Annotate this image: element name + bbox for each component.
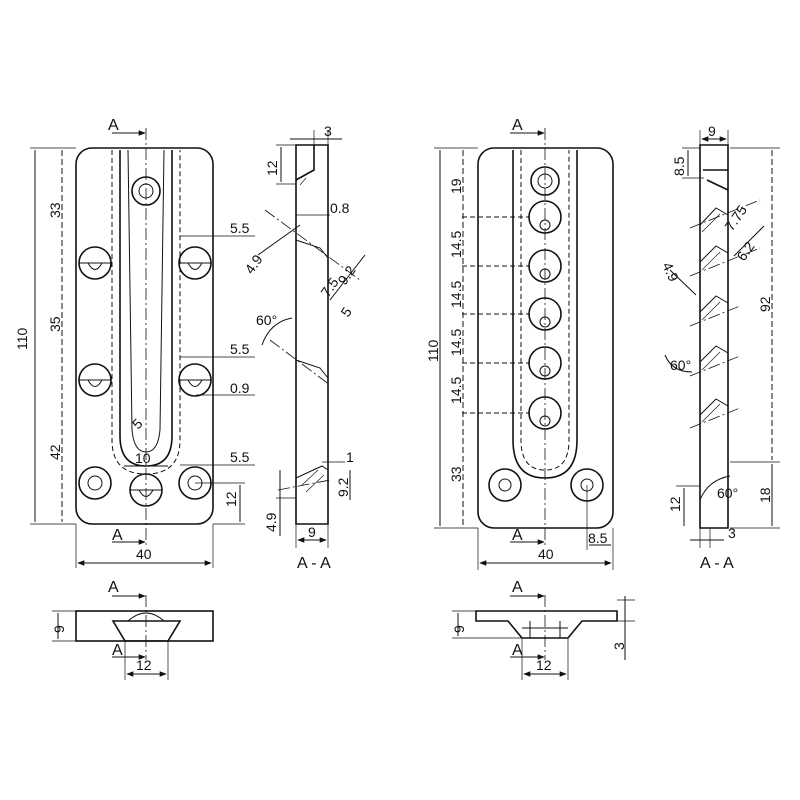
dim-14-5: 14.5 (448, 329, 464, 356)
dim-7-75: 7.75 (721, 202, 750, 234)
dim-3: 3 (728, 525, 736, 541)
dim-110: 110 (14, 327, 30, 350)
dim-3: 3 (324, 123, 332, 139)
dim-9: 9 (451, 625, 467, 633)
dim-5-5: 5.5 (230, 341, 250, 357)
dim-6-2: 6.2 (733, 238, 757, 263)
dim-9: 9 (708, 123, 716, 139)
dim-5: 5 (129, 415, 146, 432)
dim-5-5: 5.5 (230, 449, 250, 465)
dim-5: 5 (337, 304, 355, 320)
dim-12: 12 (136, 657, 152, 673)
left-front-view: A A 110 33 35 42 40 5.5 5.5 0.9 5.5 12 1… (14, 117, 255, 568)
dim-92: 92 (757, 296, 773, 312)
dim-33: 33 (47, 202, 63, 218)
dim-40: 40 (538, 546, 554, 562)
left-section-view: 3 12 0.8 4.9 9.2 7.5 5 60° 1 9.2 4.9 9 A… (241, 123, 366, 572)
dim-12: 12 (536, 657, 552, 673)
dim-18: 18 (757, 487, 773, 503)
dim-0-8: 0.8 (330, 200, 350, 216)
dim-0-9: 0.9 (230, 380, 250, 396)
section-mark: A (512, 579, 523, 596)
dim-12: 12 (667, 496, 683, 512)
dim-12: 12 (264, 160, 280, 176)
section-label: A - A (700, 555, 734, 572)
dim-4-9: 4.9 (659, 260, 682, 285)
section-mark: A (112, 642, 123, 659)
dim-19: 19 (448, 178, 464, 194)
dim-14-5: 14.5 (448, 377, 464, 404)
right-section-view: 9 8.5 7.75 6.2 4.9 92 60° 60° 18 12 3 A … (659, 123, 780, 572)
section-mark: A (512, 117, 523, 134)
section-mark: A (512, 527, 523, 544)
section-mark: A (112, 527, 123, 544)
dim-3: 3 (611, 642, 627, 650)
angle-60: 60° (717, 485, 738, 501)
angle-60: 60° (670, 357, 691, 373)
dim-42: 42 (47, 444, 63, 460)
dim-9: 9 (51, 625, 67, 633)
dim-14-5: 14.5 (448, 231, 464, 258)
angle-60: 60° (256, 312, 277, 328)
right-bottom-view: A A 9 3 12 (451, 579, 635, 680)
dim-33: 33 (448, 466, 464, 482)
dim-8-5: 8.5 (588, 530, 608, 546)
dim-9-2: 9.2 (335, 477, 351, 497)
dim-1: 1 (346, 449, 354, 465)
dim-40: 40 (136, 546, 152, 562)
dim-9: 9 (308, 524, 316, 540)
dim-4-9: 4.9 (241, 251, 265, 276)
dim-10: 10 (135, 450, 151, 466)
dim-5-5: 5.5 (230, 220, 250, 236)
section-mark: A (108, 117, 119, 134)
right-front-view: A A 110 19 14.5 14.5 14.5 14.5 33 40 8.5 (425, 117, 614, 570)
left-bottom-view: A A 9 12 (51, 579, 214, 680)
dim-14-5: 14.5 (448, 281, 464, 308)
dim-35: 35 (47, 316, 63, 332)
dim-4-9: 4.9 (263, 512, 279, 532)
section-label: A - A (297, 555, 331, 572)
section-mark: A (512, 642, 523, 659)
section-mark: A (108, 579, 119, 596)
dim-8-5: 8.5 (671, 156, 687, 176)
dim-110: 110 (425, 339, 441, 362)
dim-12: 12 (223, 491, 239, 507)
